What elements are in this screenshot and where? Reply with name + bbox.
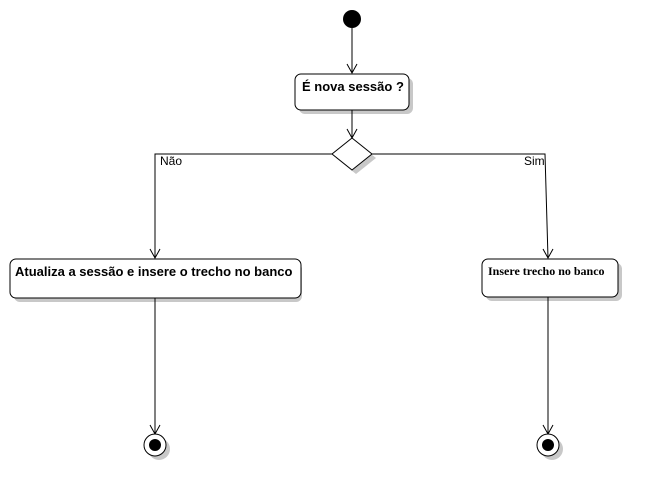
edge-insert-to-final [542,297,554,436]
edge-initial-to-activity [346,28,358,75]
decision-node[interactable] [331,137,376,174]
activity-update-session-label: Atualiza a sessão e insere o trecho no b… [15,264,292,279]
final-node-left [143,433,170,460]
final-node-right [536,433,563,460]
edge-decision-to-update [149,153,332,260]
edge-decision-to-insert [372,153,554,260]
activity-update-session[interactable]: Atualiza a sessão e insere o trecho no b… [9,258,302,302]
edge-update-to-final [149,298,161,436]
edge-activity-to-decision [346,110,358,140]
guard-no-label: Não [160,154,182,168]
activity-is-new-session[interactable]: É nova sessão ? [294,73,413,114]
initial-node [343,10,361,28]
activity-is-new-session-label: É nova sessão ? [302,79,404,94]
guard-yes-label: Sim [524,154,545,168]
activity-insert-excerpt[interactable]: Insere trecho no banco [481,258,622,301]
activity-insert-excerpt-label: Insere trecho no banco [488,264,605,278]
